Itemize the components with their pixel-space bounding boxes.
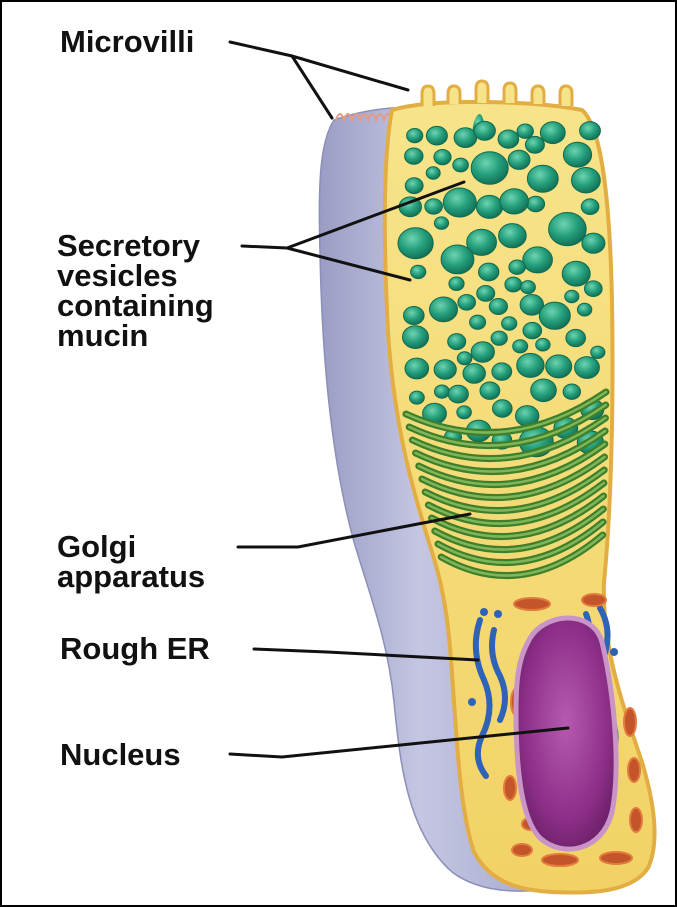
label-golgi-apparatus: Golgi apparatus bbox=[57, 532, 205, 592]
label-rough-er-text: Rough ER bbox=[60, 634, 210, 664]
label-secretory-line-3: containing bbox=[57, 291, 214, 321]
label-microvilli-text: Microvilli bbox=[60, 27, 194, 57]
label-secretory-line-4: mucin bbox=[57, 321, 214, 351]
microvilli-leader bbox=[230, 42, 408, 118]
label-rough-er: Rough ER bbox=[60, 634, 210, 664]
label-microvilli: Microvilli bbox=[60, 27, 194, 57]
label-nucleus: Nucleus bbox=[60, 740, 181, 770]
label-golgi-line-1: Golgi bbox=[57, 532, 205, 562]
label-golgi-line-2: apparatus bbox=[57, 562, 205, 592]
secretory-leader bbox=[242, 182, 464, 280]
nucleus-leader bbox=[230, 728, 568, 757]
golgi-leader bbox=[238, 514, 470, 547]
rough-er-leader bbox=[254, 649, 478, 660]
label-secretory-line-1: Secretory bbox=[57, 231, 214, 261]
label-nucleus-text: Nucleus bbox=[60, 740, 181, 770]
label-secretory-line-2: vesicles bbox=[57, 261, 214, 291]
label-secretory-vesicles: Secretory vesicles containing mucin bbox=[57, 231, 214, 351]
